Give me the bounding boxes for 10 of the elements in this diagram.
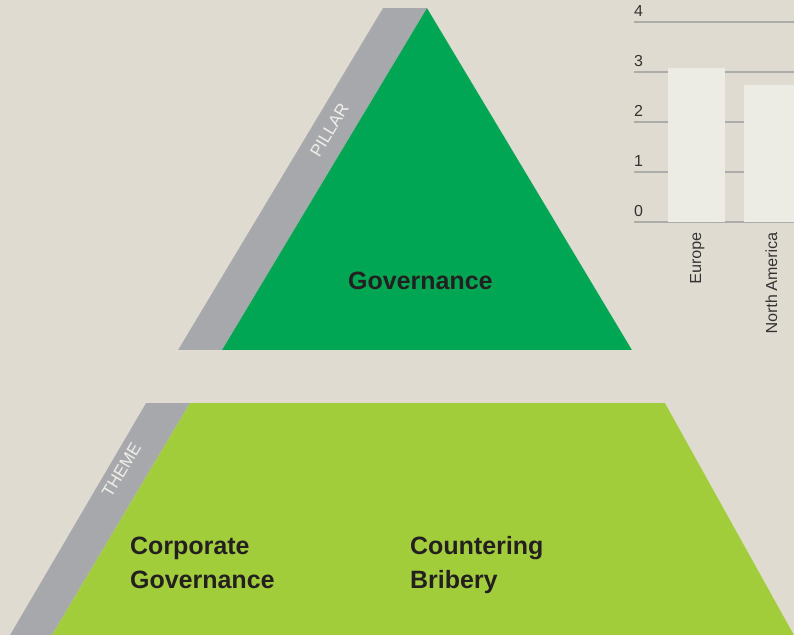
category-label: Europe <box>688 232 706 284</box>
y-tick-label: 1 <box>634 153 643 171</box>
theme-title: Countering Bribery <box>410 531 544 596</box>
y-tick-label: 2 <box>634 103 643 121</box>
theme-title: Corporate Governance <box>130 531 276 596</box>
y-tick-label: 0 <box>634 203 643 221</box>
category-label: North America <box>764 232 782 334</box>
y-tick-label: 3 <box>634 53 643 71</box>
y-tick-label: 4 <box>634 3 643 21</box>
pillar-title: Governance <box>348 266 493 297</box>
